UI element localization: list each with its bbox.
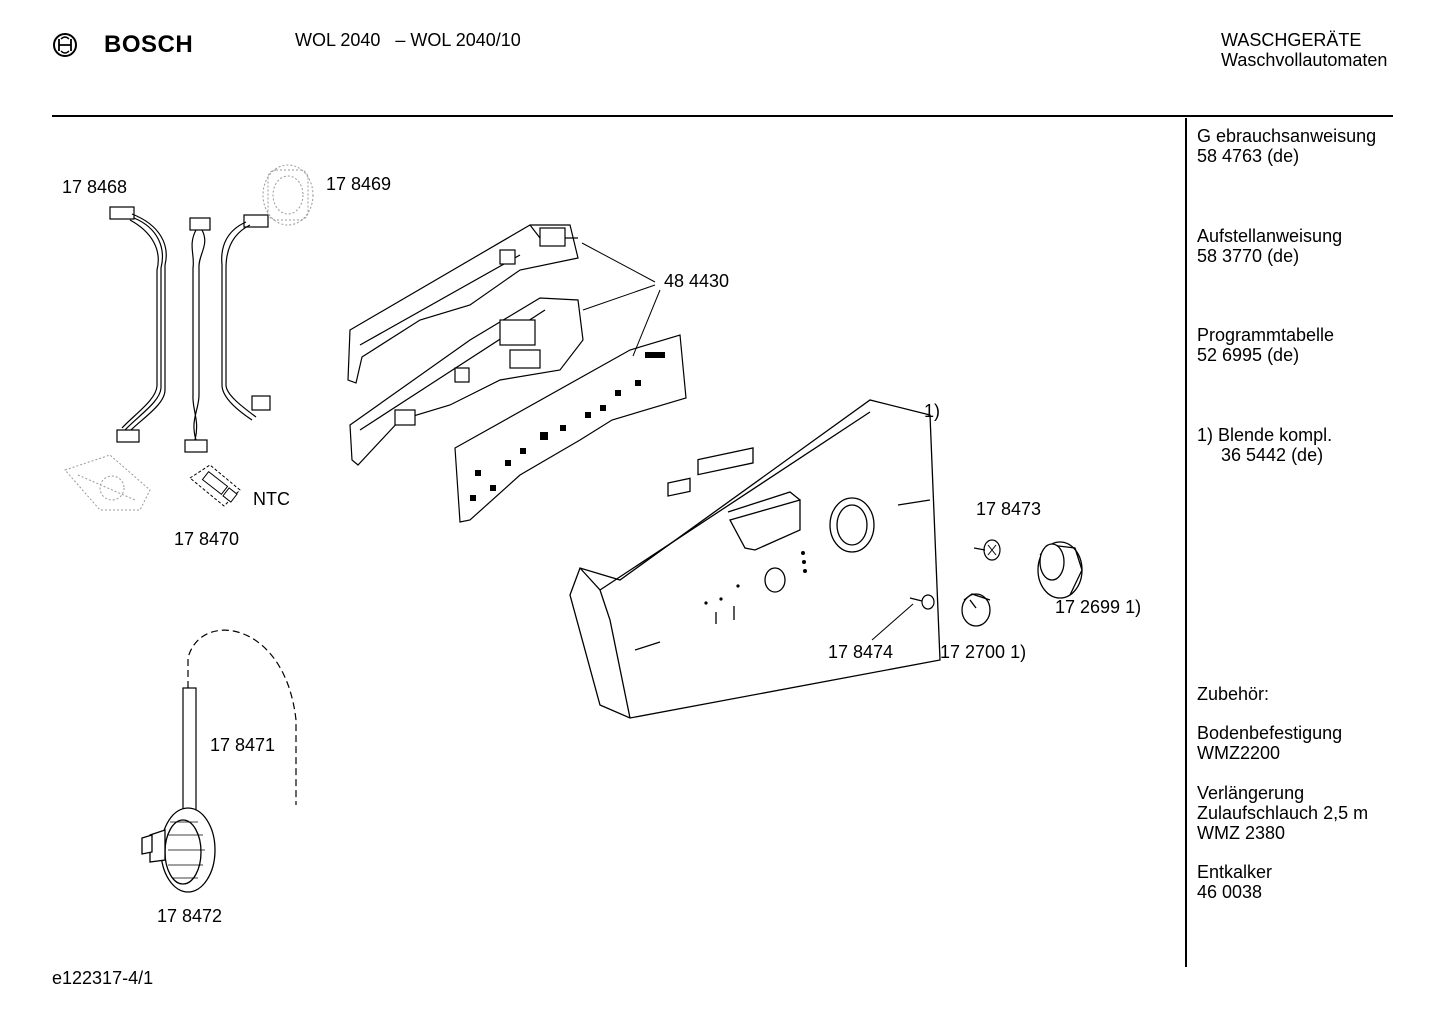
category-line-1: WASCHGERÄTE <box>1221 30 1362 50</box>
doc-programmtabelle: Programmtabelle 52 6995 (de) <box>1197 325 1334 365</box>
label-178473: 17 8473 <box>976 499 1041 519</box>
label-ntc: NTC <box>253 489 290 509</box>
brand-name: BOSCH <box>104 31 194 58</box>
label-178472: 17 8472 <box>157 906 222 926</box>
accessory-line: 46 0038 <box>1197 882 1263 902</box>
knob-small-172700 <box>961 593 991 627</box>
ntc-sensor <box>189 464 241 507</box>
label-178468: 17 8468 <box>62 177 127 197</box>
circuit-board <box>454 334 687 523</box>
electronics-lower-bracket <box>349 297 584 466</box>
brand-logo: BOSCH <box>50 28 210 62</box>
doc-title: Aufstellanweisung <box>1197 226 1343 246</box>
note-code: 36 5442 (de) <box>1221 445 1324 465</box>
label-178471: 17 8471 <box>210 735 275 755</box>
doc-gebrauchsanweisung: G ebrauchsanweisung 58 4763 (de) <box>1197 126 1376 166</box>
label-panel-marker: 1) <box>924 401 940 421</box>
heater-component <box>64 454 151 511</box>
accessory-line: Entkalker <box>1197 862 1273 882</box>
label-178470: 17 8470 <box>174 529 239 549</box>
accessory-line: Verlängerung <box>1197 783 1305 803</box>
note-marker: 1) <box>1197 425 1214 445</box>
button-pin-178474 <box>909 594 935 610</box>
label-178469: 17 8469 <box>326 174 391 194</box>
doc-aufstellanweisung: Aufstellanweisung 58 3770 (de) <box>1197 226 1342 266</box>
label-172700: 17 2700 1) <box>940 642 1026 662</box>
wire-harness-assembly <box>109 206 271 453</box>
note-blende: 1) Blende kompl. 36 5442 (de) <box>1197 425 1332 465</box>
label-178474: 17 8474 <box>828 642 893 662</box>
doc-code: 58 3770 (de) <box>1197 246 1300 266</box>
accessory-bodenbefestigung: Bodenbefestigung WMZ2200 <box>1197 723 1342 763</box>
leader-178474 <box>871 603 914 641</box>
control-panel-fascia <box>569 399 941 719</box>
accessory-line: WMZ2200 <box>1197 743 1281 763</box>
push-rod-178473 <box>973 539 1001 561</box>
doc-title: G ebrauchsanweisung <box>1197 126 1377 146</box>
accessory-line: Zulaufschlauch 2,5 m <box>1197 803 1369 823</box>
pressure-switch <box>141 807 216 893</box>
bosch-armature-icon <box>53 33 77 57</box>
doc-title: Programmtabelle <box>1197 325 1335 345</box>
pressure-hose <box>182 629 297 819</box>
note-title: Blende kompl. <box>1218 425 1333 445</box>
pressure-sensor-component <box>262 164 314 226</box>
model-title: WOL 2040 – WOL 2040/10 <box>295 30 521 50</box>
leader-lines-484430 <box>581 242 661 357</box>
accessory-line: WMZ 2380 <box>1197 823 1286 843</box>
category-line-2: Waschvollautomaten <box>1221 50 1388 70</box>
label-484430: 48 4430 <box>664 271 729 291</box>
accessory-entkalker: Entkalker 46 0038 <box>1197 862 1272 902</box>
electronics-upper-bracket <box>347 224 579 384</box>
knob-large-172699 <box>1037 541 1083 599</box>
doc-code: 52 6995 (de) <box>1197 345 1300 365</box>
document-id: e122317-4/1 <box>52 968 154 988</box>
category-heading: WASCHGERÄTE Waschvollautomaten <box>1221 30 1387 70</box>
accessory-line: Bodenbefestigung <box>1197 723 1343 743</box>
accessories-heading: Zubehör: <box>1197 684 1270 704</box>
label-172699: 17 2699 1) <box>1055 597 1141 617</box>
accessory-verlaengerung: Verlängerung Zulaufschlauch 2,5 m WMZ 23… <box>1197 783 1368 843</box>
doc-code: 58 4763 (de) <box>1197 146 1300 166</box>
